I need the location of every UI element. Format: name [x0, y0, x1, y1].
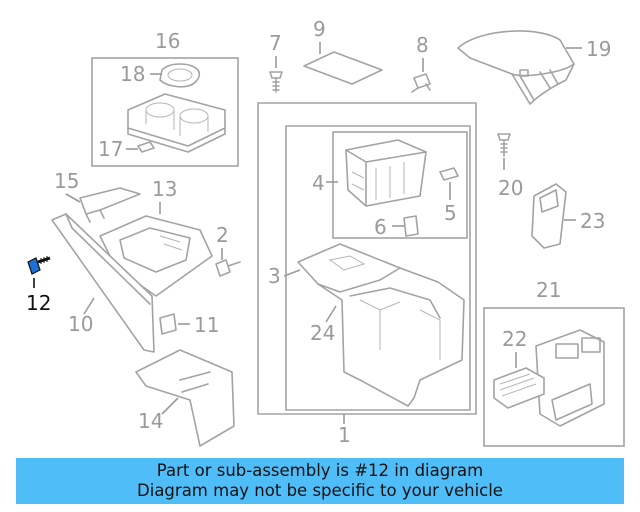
part-3-console-body: [297, 243, 465, 407]
callout-8: 8: [416, 33, 429, 57]
part-18-cupholder-mat: [159, 63, 201, 88]
part-cupholder-tray: [127, 93, 226, 153]
part-17-clip: [137, 141, 155, 153]
callout-19: 19: [586, 37, 611, 61]
part-5-clip: [439, 167, 459, 181]
banner-line-1: Part or sub-assembly is #12 in diagram: [156, 461, 484, 480]
part-7-screw: [269, 71, 283, 93]
callout-11: 11: [194, 313, 219, 337]
callout-21: 21: [536, 278, 561, 302]
callout-14: 14: [138, 409, 163, 433]
part-19-armrest-lid: [457, 30, 575, 105]
callout-6: 6: [374, 215, 387, 239]
callout-16: 16: [155, 29, 180, 53]
banner-line-2: Diagram may not be specific to your vehi…: [137, 481, 503, 500]
group-box-1-inner: [285, 125, 471, 411]
callout-23: 23: [580, 209, 605, 233]
callout-1: 1: [338, 423, 351, 447]
group-box-1: [257, 102, 477, 415]
part-2-bolt: [215, 259, 241, 277]
part-14-lower-bracket: [135, 349, 235, 447]
leader-3: [283, 269, 301, 277]
leader-24: [325, 305, 337, 323]
part-23-duct: [531, 183, 567, 249]
leader-14: [161, 397, 179, 415]
callout-13: 13: [152, 177, 177, 201]
part-9-mat: [303, 51, 383, 85]
callout-17: 17: [98, 137, 123, 161]
callout-4: 4: [312, 171, 325, 195]
callout-9: 9: [313, 17, 326, 41]
leader-15: [65, 193, 81, 203]
part-10-side-panel: [51, 213, 155, 353]
callout-10: 10: [68, 312, 93, 336]
callout-24: 24: [310, 321, 335, 345]
part-12-screw-highlighted: [27, 256, 51, 275]
part-22-vent: [493, 367, 545, 409]
callout-12: 12: [26, 291, 51, 315]
callout-7: 7: [269, 31, 282, 55]
callout-15: 15: [54, 169, 79, 193]
callout-2: 2: [216, 223, 229, 247]
leader-10: [83, 297, 95, 315]
part-21-rear-panel: [535, 329, 605, 427]
info-banner: Part or sub-assembly is #12 in diagram D…: [16, 458, 624, 504]
part-4-bin: [345, 139, 427, 207]
part-15-bracket: [79, 187, 141, 223]
callout-22: 22: [502, 327, 527, 351]
callout-20: 20: [498, 176, 523, 200]
callout-3: 3: [268, 264, 281, 288]
group-box-16: [91, 57, 239, 167]
part-8-clip: [411, 73, 431, 93]
group-box-21: [483, 307, 625, 447]
part-11-clip: [159, 313, 177, 335]
part-6-latch: [403, 215, 419, 237]
group-box-4: [332, 131, 468, 239]
callout-5: 5: [444, 201, 457, 225]
part-20-screw: [497, 133, 511, 157]
callout-18: 18: [120, 62, 145, 86]
